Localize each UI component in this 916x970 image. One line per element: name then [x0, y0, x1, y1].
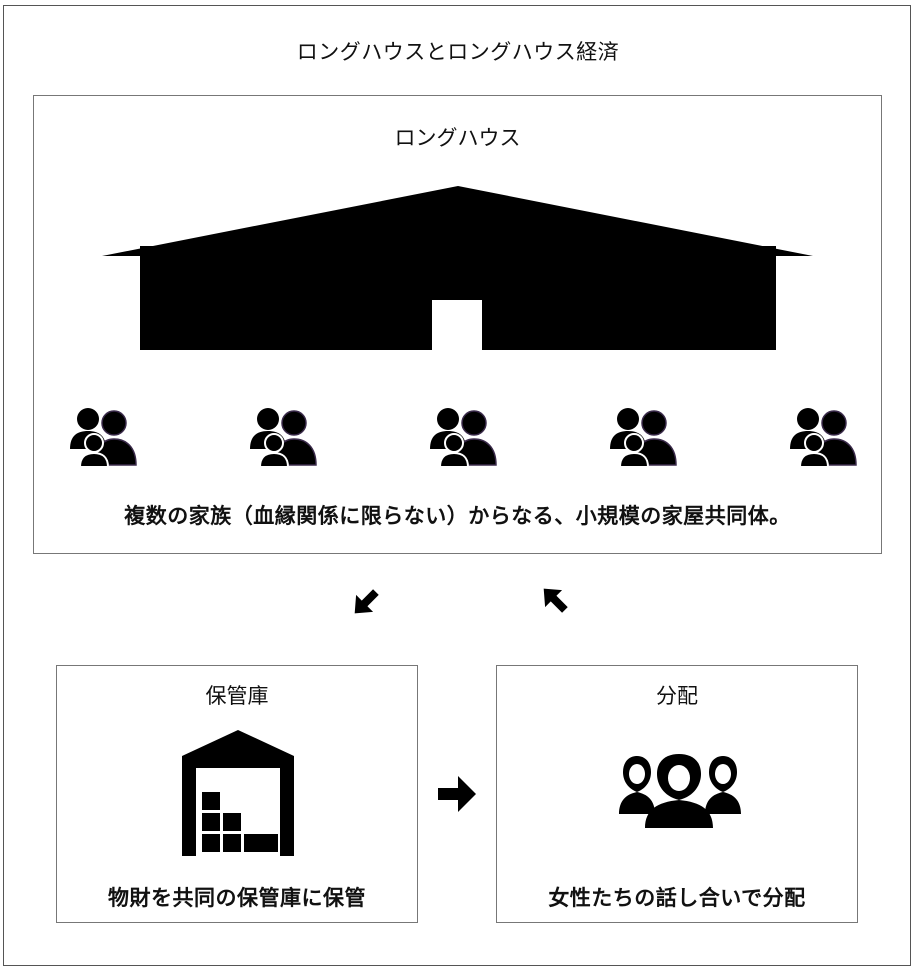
storage-label: 保管庫	[205, 684, 269, 708]
distribution-box: 分配 女性たちの話し合いで分配	[496, 665, 858, 923]
longhouse-box: ロングハウス 複数の家族（血縁関係に限らない）からなる、小規模の家屋共同体。	[33, 95, 882, 554]
longhouse-caption: 複数の家族（血縁関係に限らない）からなる、小規模の家屋共同体。	[124, 504, 791, 528]
longhouse-icon	[102, 186, 813, 350]
family-group-icon	[430, 408, 497, 468]
diagram-title: ロングハウスとロングハウス経済	[296, 40, 620, 64]
family-group-icon	[70, 408, 137, 468]
arrow-right-icon	[438, 776, 476, 812]
storage-box: 保管庫 物財を共同の保管庫に保管	[56, 665, 418, 923]
arrow-up-left-icon	[543, 588, 568, 613]
distribution-caption: 女性たちの話し合いで分配	[548, 886, 806, 910]
women-group-icon	[619, 754, 741, 828]
family-group-icon	[790, 408, 857, 468]
family-icon-row	[34, 401, 883, 473]
distribution-label: 分配	[656, 684, 698, 708]
storage-caption: 物財を共同の保管庫に保管	[108, 886, 366, 910]
family-group-icon	[250, 408, 317, 468]
warehouse-icon	[182, 730, 294, 856]
arrow-down-left-icon	[354, 589, 379, 614]
family-group-icon	[610, 408, 677, 468]
longhouse-label: ロングハウス	[394, 126, 521, 150]
diagram-frame	[3, 5, 911, 966]
